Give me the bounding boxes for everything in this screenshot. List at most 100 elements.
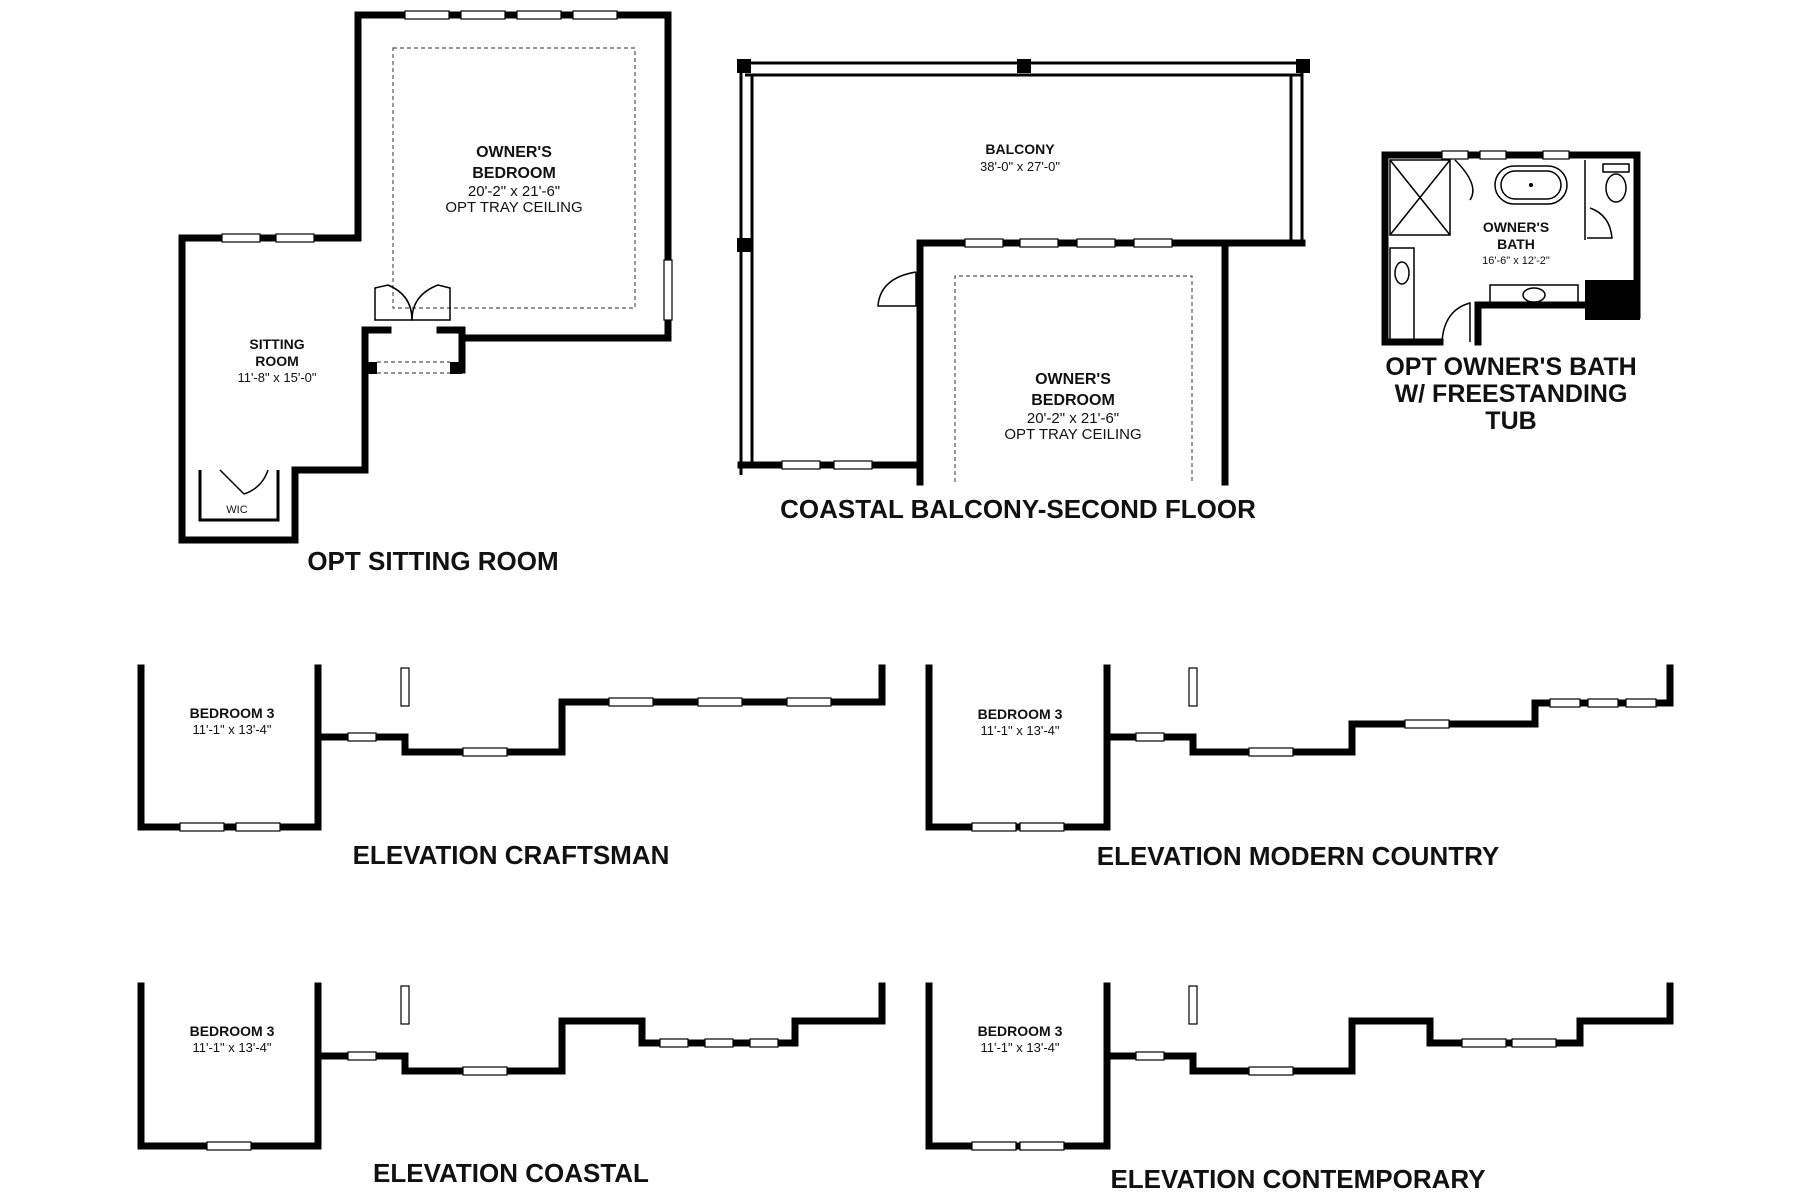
bedroom3-dims: 11'-1" x 13'-4" [981, 1040, 1060, 1055]
freestanding-tub [1494, 165, 1568, 205]
window [833, 460, 873, 470]
closet-opening [377, 361, 450, 374]
bedroom3-walls [137, 664, 322, 831]
shower-door [1454, 159, 1474, 201]
bedroom3-dims: 11'-1" x 13'-4" [981, 723, 1060, 738]
window [1511, 1038, 1557, 1048]
bedroom3-label: BEDROOM 3 [190, 705, 275, 721]
elevation-craftsman-plan: BEDROOM 3 11'-1" x 13'-4" ELEVATION CRAF… [137, 664, 886, 870]
caption-elevation-craftsman: ELEVATION CRAFTSMAN [353, 840, 670, 870]
elevation-coastal-plan: BEDROOM 3 11'-1" x 13'-4" ELEVATION COAS… [137, 982, 886, 1188]
bedroom3-label: BEDROOM 3 [190, 1023, 275, 1039]
post [1296, 59, 1310, 73]
window [964, 238, 1004, 248]
owners-bedroom-label-2: BEDROOM [472, 165, 556, 182]
toilet-bowl [1605, 173, 1627, 203]
window [1461, 1038, 1507, 1048]
sink-left [1394, 261, 1410, 285]
window [572, 10, 618, 20]
door-glass [1188, 985, 1198, 1025]
window [462, 1066, 508, 1076]
wic-walls [198, 470, 280, 522]
wic-label: WIC [226, 504, 247, 516]
window [221, 233, 261, 243]
owners-bedroom-b-dims: 20'-2" x 21'-6" [1027, 410, 1119, 427]
window [1248, 1066, 1294, 1076]
bath-corner-fill [1585, 280, 1640, 320]
bedroom-wall-top [916, 239, 1306, 486]
bath-wall-left-bottom [1381, 151, 1444, 346]
opt-sitting-room-plan: OWNER'S BEDROOM 20'-2" x 21'-6" OPT TRAY… [178, 10, 673, 576]
window [749, 1038, 779, 1048]
shower-x [1389, 159, 1451, 236]
wall-post [450, 362, 462, 374]
owners-bedroom-b-label-2: BEDROOM [1031, 392, 1115, 409]
window [1019, 822, 1065, 832]
owners-bedroom-dims: 20'-2" x 21'-6" [468, 183, 560, 200]
caption-elevation-coastal: ELEVATION COASTAL [373, 1158, 649, 1188]
window [235, 822, 281, 832]
bath-wall-lower [1474, 301, 1589, 346]
owners-bedroom-b-note: OPT TRAY CEILING [1004, 426, 1141, 443]
window [347, 1051, 377, 1061]
window [460, 10, 506, 20]
closet-nook-wall-right [436, 326, 466, 374]
balcony-label: BALCONY [985, 141, 1055, 157]
window [1587, 698, 1619, 708]
owners-bedroom-b-label-1: OWNER'S [1035, 371, 1111, 388]
balcony-door-swing [877, 271, 917, 307]
coastal-balcony-plan: BALCONY 38'-0" x 27'-0" OWNER'S BEDROOM … [737, 59, 1310, 524]
tub-drain [1529, 183, 1533, 187]
post [1017, 59, 1031, 73]
window [697, 697, 743, 707]
door-swing-right [411, 284, 451, 321]
bedroom3-label: BEDROOM 3 [978, 1023, 1063, 1039]
window [1135, 1051, 1165, 1061]
window [1542, 150, 1570, 160]
window [1549, 698, 1581, 708]
window [516, 10, 562, 20]
bedroom3-label: BEDROOM 3 [978, 706, 1063, 722]
window [786, 697, 832, 707]
wall-post [365, 362, 377, 374]
window [1479, 150, 1507, 160]
door-glass [400, 667, 410, 707]
window [971, 822, 1017, 832]
window [404, 10, 450, 20]
window [663, 259, 673, 321]
toilet-tank [1602, 163, 1630, 173]
caption-bath-line3: TUB [1485, 407, 1536, 435]
window [1441, 150, 1469, 160]
bath-wall-top-right [1381, 151, 1641, 319]
exterior-wall [1103, 664, 1674, 756]
owners-bath-label-1: OWNER'S [1483, 219, 1549, 235]
window [1133, 238, 1173, 248]
owners-bedroom-note: OPT TRAY CEILING [445, 199, 582, 216]
wc-door [1587, 207, 1613, 239]
exterior-wall [314, 982, 886, 1075]
elevation-contemporary-plan: BEDROOM 3 11'-1" x 13'-4" ELEVATION CONT… [925, 982, 1674, 1194]
owners-bedroom-walls [178, 11, 672, 544]
bedroom3-walls [925, 664, 1111, 831]
bedroom3-dims: 11'-1" x 13'-4" [193, 1040, 272, 1055]
window [275, 233, 315, 243]
tub-inner [1500, 170, 1562, 200]
wic-door [219, 469, 269, 495]
tray-ceiling-outline [954, 275, 1193, 482]
caption-elevation-contemporary: ELEVATION CONTEMPORARY [1110, 1164, 1485, 1194]
owners-bedroom-label-1: OWNER'S [476, 144, 552, 161]
post [737, 238, 751, 252]
window [659, 1038, 689, 1048]
sitting-room-label-1: SITTING [249, 336, 304, 352]
owners-bath-label-2: BATH [1497, 236, 1535, 252]
window [971, 1141, 1017, 1151]
window [1248, 747, 1294, 757]
window [206, 1141, 252, 1151]
sink-bottom [1522, 287, 1546, 303]
window [781, 460, 821, 470]
opt-owners-bath-plan: OWNER'S BATH 16'-6" x 12'-2" OPT OWNER'S… [1381, 150, 1641, 435]
exterior-wall [1103, 982, 1674, 1075]
tray-ceiling-outline [392, 47, 636, 309]
door-glass [1188, 667, 1198, 707]
